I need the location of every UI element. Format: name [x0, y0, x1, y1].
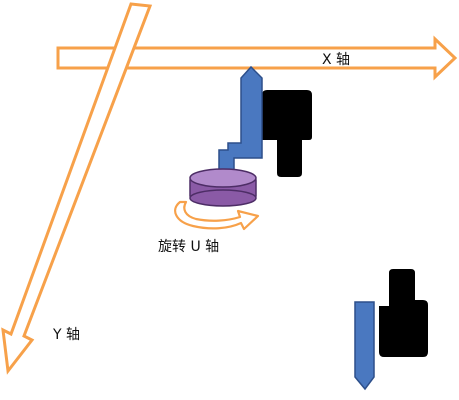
rotary-base-bottom [189, 189, 257, 207]
rotate-u-axis-label: 旋转 U 轴 [158, 239, 219, 255]
rotation-arrow-icon [174, 200, 260, 231]
y-axis-arrow-icon [1, 2, 153, 375]
lower-tool-assembly [354, 269, 428, 391]
rotary-base-top [189, 168, 257, 188]
upper-head-block [262, 90, 312, 177]
y-axis-label: Y 轴 [52, 327, 80, 343]
lower-tool-bar [354, 301, 375, 391]
x-axis-label: X 轴 [322, 52, 350, 68]
upper-tool-bar [218, 65, 263, 171]
lower-head-block [379, 269, 428, 357]
upper-tool-assembly [174, 65, 312, 231]
